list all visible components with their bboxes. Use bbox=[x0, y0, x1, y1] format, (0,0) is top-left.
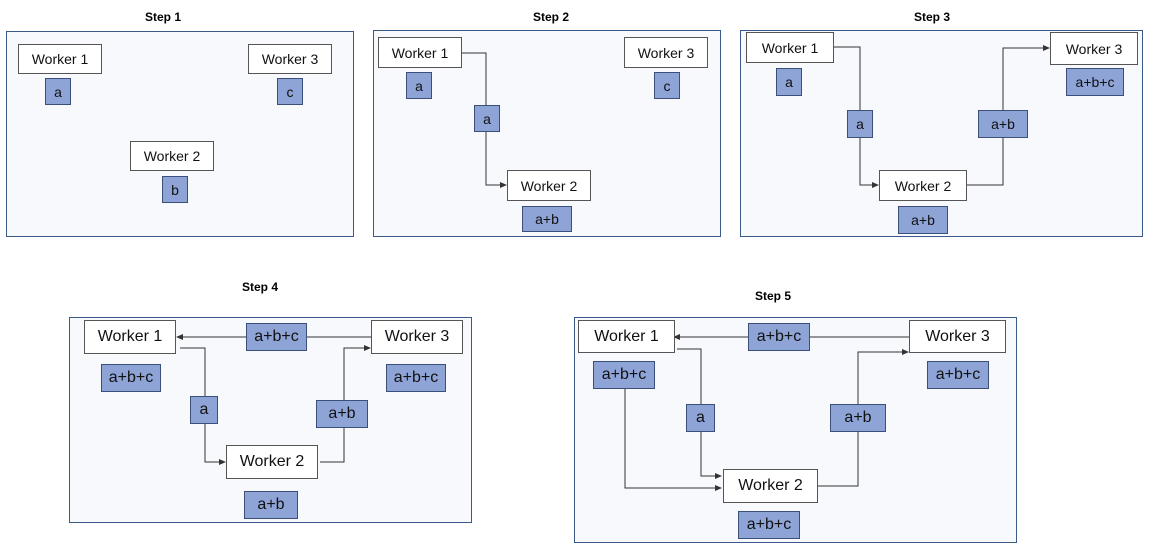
step-3-worker-2: Worker 2 bbox=[879, 170, 967, 201]
step-1-title: Step 1 bbox=[144, 10, 181, 24]
step-5-worker-3: Worker 3 bbox=[909, 320, 1006, 353]
step-2-title: Step 2 bbox=[532, 10, 569, 24]
step-2-worker-2: Worker 2 bbox=[507, 170, 591, 201]
step-5-arrowhead-w3 bbox=[902, 349, 909, 355]
step-4-arrowhead-w3 bbox=[364, 345, 371, 351]
step-3-worker-2-value: a+b bbox=[898, 206, 948, 234]
step-3-panel: Worker 1 a a Worker 3 a+b+c a+b Worker 2… bbox=[740, 30, 1143, 237]
step-1-worker-3: Worker 3 bbox=[248, 44, 332, 74]
step-4-worker-3-value: a+b+c bbox=[386, 364, 446, 392]
step-3-arrowhead-w3 bbox=[1043, 45, 1050, 51]
step-4-arrowhead-w2 bbox=[219, 459, 226, 465]
step-5-panel: Worker 1 a+b+c a+b+c a Worker 3 a+b+c a+… bbox=[574, 317, 1017, 543]
step-5-edge-ab: a+b bbox=[830, 404, 886, 432]
step-1-worker-2-value: b bbox=[162, 176, 188, 203]
step-3-arrowhead-w2 bbox=[872, 182, 879, 188]
step-5-edge-abc: a+b+c bbox=[748, 323, 810, 351]
step-2-edge-value: a bbox=[474, 105, 500, 132]
step-5-worker-3-value: a+b+c bbox=[927, 361, 989, 389]
step-1-worker-3-value: c bbox=[277, 78, 303, 105]
step-3-worker-3-value: a+b+c bbox=[1066, 68, 1124, 96]
step-3-worker-1-value: a bbox=[776, 68, 802, 96]
step-3-edge-ab: a+b bbox=[978, 110, 1028, 138]
step-2-worker-1: Worker 1 bbox=[378, 37, 462, 68]
step-2-arrowhead bbox=[500, 182, 507, 188]
step-5-worker-2-value: a+b+c bbox=[738, 511, 800, 539]
step-4-worker-3: Worker 3 bbox=[371, 320, 463, 354]
step-2-worker-3: Worker 3 bbox=[624, 37, 708, 68]
step-3-edge-a: a bbox=[847, 110, 873, 138]
step-1-worker-1: Worker 1 bbox=[18, 44, 102, 74]
step-3-title: Step 3 bbox=[913, 10, 950, 24]
step-5-title: Step 5 bbox=[754, 289, 791, 303]
step-1-worker-2: Worker 2 bbox=[130, 141, 214, 171]
step-4-edge-ab: a+b bbox=[316, 400, 368, 428]
step-1-worker-1-value: a bbox=[45, 78, 71, 105]
step-5-edge-a: a bbox=[686, 404, 715, 432]
step-4-panel: Worker 1 a+b+c a+b+c a Worker 3 a+b+c a+… bbox=[69, 317, 472, 523]
step-2-panel: Worker 1 a a Worker 3 c Worker 2 a+b bbox=[373, 30, 721, 237]
step-5-arrowhead-w2-a bbox=[715, 473, 722, 479]
step-4-worker-2-value: a+b bbox=[244, 491, 298, 519]
step-4-arrowhead-w1 bbox=[176, 334, 183, 340]
step-4-worker-2: Worker 2 bbox=[226, 445, 318, 479]
step-4-edge-abc: a+b+c bbox=[246, 323, 307, 351]
step-5-worker-1: Worker 1 bbox=[578, 320, 675, 353]
step-2-worker-2-value: a+b bbox=[522, 206, 572, 232]
step-3-worker-3: Worker 3 bbox=[1050, 32, 1138, 65]
step-1-panel: Worker 1 a Worker 3 c Worker 2 b bbox=[6, 31, 354, 237]
step-4-worker-1-value: a+b+c bbox=[101, 364, 161, 392]
step-5-worker-2: Worker 2 bbox=[723, 469, 818, 503]
step-4-worker-1: Worker 1 bbox=[84, 320, 176, 354]
step-2-worker-3-value: c bbox=[654, 72, 680, 99]
step-2-worker-1-value: a bbox=[406, 72, 432, 99]
step-5-worker-1-value: a+b+c bbox=[593, 361, 655, 389]
step-4-edge-a: a bbox=[190, 396, 218, 424]
step-4-title: Step 4 bbox=[241, 280, 278, 294]
step-5-arrowhead-w2-b bbox=[715, 485, 722, 491]
step-3-worker-1: Worker 1 bbox=[746, 32, 834, 63]
